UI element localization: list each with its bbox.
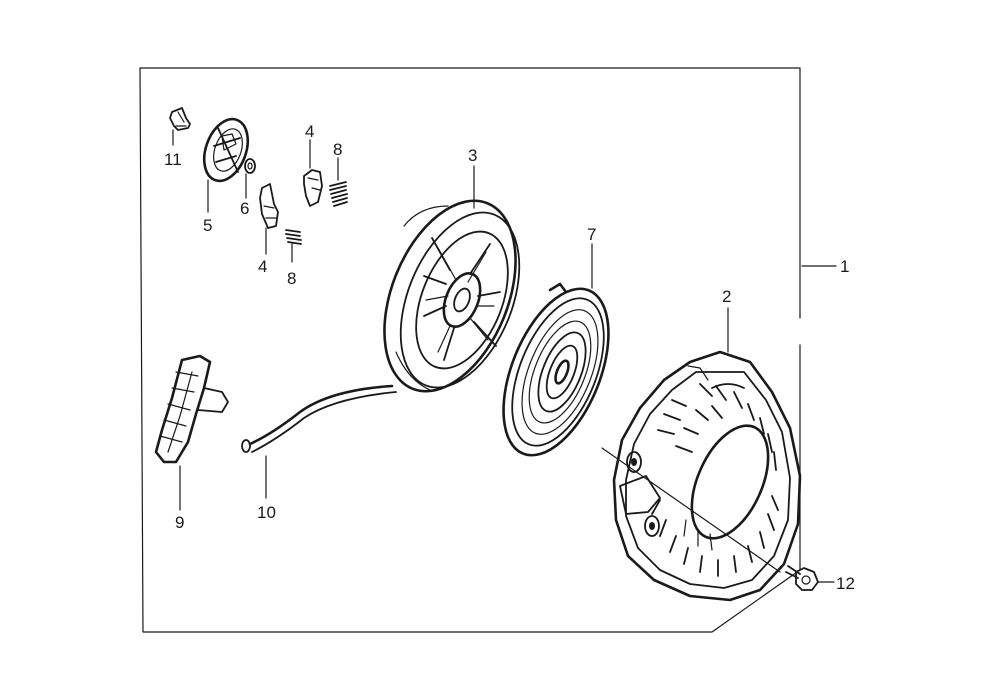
callout-3: 3 [468, 146, 477, 165]
callout-4-upper: 4 [305, 122, 314, 141]
callout-7: 7 [587, 225, 596, 244]
callout-9: 9 [175, 513, 184, 532]
part-5-ratchet-plate [202, 117, 250, 183]
part-4-pawl-lower [259, 183, 279, 229]
callout-11: 11 [164, 150, 182, 169]
callout-12: 12 [836, 574, 855, 593]
part-8-spring-upper [329, 181, 348, 207]
callout-1: 1 [840, 257, 849, 276]
part-6-washer [244, 158, 256, 174]
part-10-rope [241, 384, 397, 453]
part-7-spiral-spring [502, 282, 610, 457]
callout-10: 10 [257, 503, 276, 522]
callout-5: 5 [203, 216, 212, 235]
callout-8-upper: 8 [333, 140, 342, 159]
part-4-pawl-upper [303, 169, 323, 207]
part-3-rope-reel [383, 199, 521, 393]
callout-2: 2 [722, 287, 731, 306]
leader-lines [172, 129, 837, 583]
callout-6: 6 [240, 199, 249, 218]
callout-4-lower: 4 [258, 257, 267, 276]
part-8-spring-lower [285, 229, 302, 245]
part-12-bolt [785, 565, 819, 591]
part-9-starter-grip [154, 354, 229, 464]
part-11-knob [169, 107, 191, 131]
part-2-starter-case [612, 350, 802, 602]
callout-8-lower: 8 [287, 269, 296, 288]
